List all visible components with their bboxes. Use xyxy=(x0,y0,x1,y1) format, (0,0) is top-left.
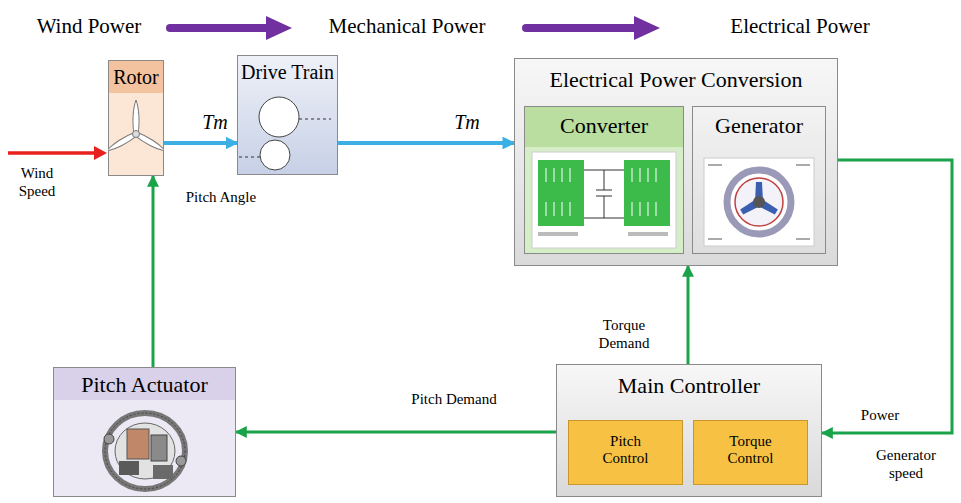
signal-label: Generator speed xyxy=(866,446,946,482)
pitch-control-box: Pitch Control xyxy=(568,420,683,485)
signal-arrow xyxy=(687,266,690,364)
stage-heading: Mechanical Power xyxy=(296,14,518,39)
signal-arrow xyxy=(338,141,514,145)
main-controller-box: Main ControllerPitch Control Torque Contr… xyxy=(556,364,822,497)
stage-heading: Electrical Power xyxy=(690,14,910,39)
signal-arrow xyxy=(236,431,556,434)
box-title: Generator xyxy=(693,113,825,138)
box-title: Main Controller xyxy=(557,373,821,398)
signal-label: Torque Demand xyxy=(594,316,654,352)
box-title: Pitch Actuator xyxy=(54,372,235,397)
generator-box: Generator xyxy=(692,106,826,254)
box-title: Torque Control xyxy=(720,433,782,468)
signal-label: Tm xyxy=(200,110,230,134)
box-title: Pitch Control xyxy=(595,433,657,468)
box-title: Rotor xyxy=(109,66,163,89)
signal-arrow xyxy=(822,160,952,433)
drive-train-box: Drive Train xyxy=(237,55,338,175)
wind-arrow xyxy=(8,146,107,160)
stage-heading: Wind Power xyxy=(14,14,164,39)
converter-box: Converter xyxy=(524,106,684,254)
signal-label: Pitch Demand xyxy=(384,390,524,408)
box-title: Electrical Power Conversion xyxy=(515,67,837,92)
signal-label: Pitch Angle xyxy=(176,188,266,206)
pitch-actuator-box: Pitch Actuator xyxy=(53,367,236,497)
signal-arrow xyxy=(164,141,237,145)
rotor-box: Rotor xyxy=(108,60,164,176)
signal-label: Tm xyxy=(452,110,482,134)
box-title: Converter xyxy=(525,113,683,138)
torque-control-box: Torque Control xyxy=(693,420,808,485)
signal-label: Wind Speed xyxy=(4,164,70,200)
conversion-group-box: Electrical Power Conversion Converter xyxy=(514,58,838,266)
signal-label: Power xyxy=(852,406,908,424)
box-title: Drive Train xyxy=(238,61,337,84)
signal-arrow xyxy=(152,176,155,367)
